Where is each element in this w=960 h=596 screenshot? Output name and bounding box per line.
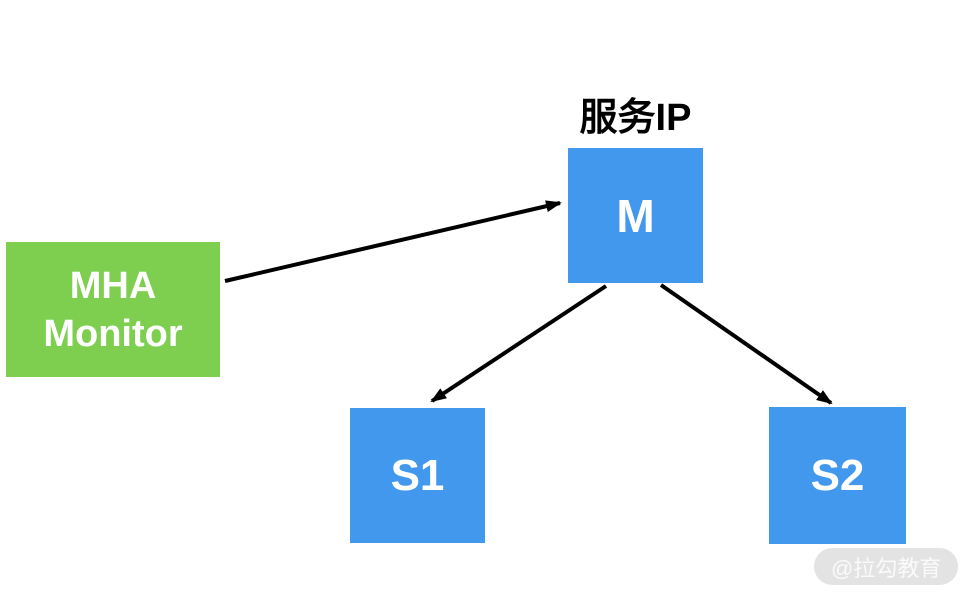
node-slave2: S2 xyxy=(769,407,906,544)
node-mha-monitor-label-line2: Monitor xyxy=(43,312,183,355)
arrow-master-to-s1 xyxy=(430,284,608,403)
node-mha-monitor-label: MHA Monitor xyxy=(43,262,182,358)
watermark-badge: @拉勾教育 xyxy=(814,548,959,585)
arrow-monitor-to-master xyxy=(224,200,562,283)
service-ip-label: 服务IP xyxy=(579,97,692,139)
node-master: M xyxy=(568,148,703,283)
node-slave2-label: S2 xyxy=(810,450,865,500)
node-slave1: S1 xyxy=(350,408,485,543)
arrow-master-to-s2 xyxy=(659,283,833,405)
node-slave1-label: S1 xyxy=(390,450,445,500)
node-master-label: M xyxy=(616,189,655,242)
watermark-text: @拉勾教育 xyxy=(831,555,942,581)
node-mha-monitor: MHA Monitor xyxy=(6,242,220,377)
node-mha-monitor-label-line1: MHA xyxy=(69,264,157,307)
